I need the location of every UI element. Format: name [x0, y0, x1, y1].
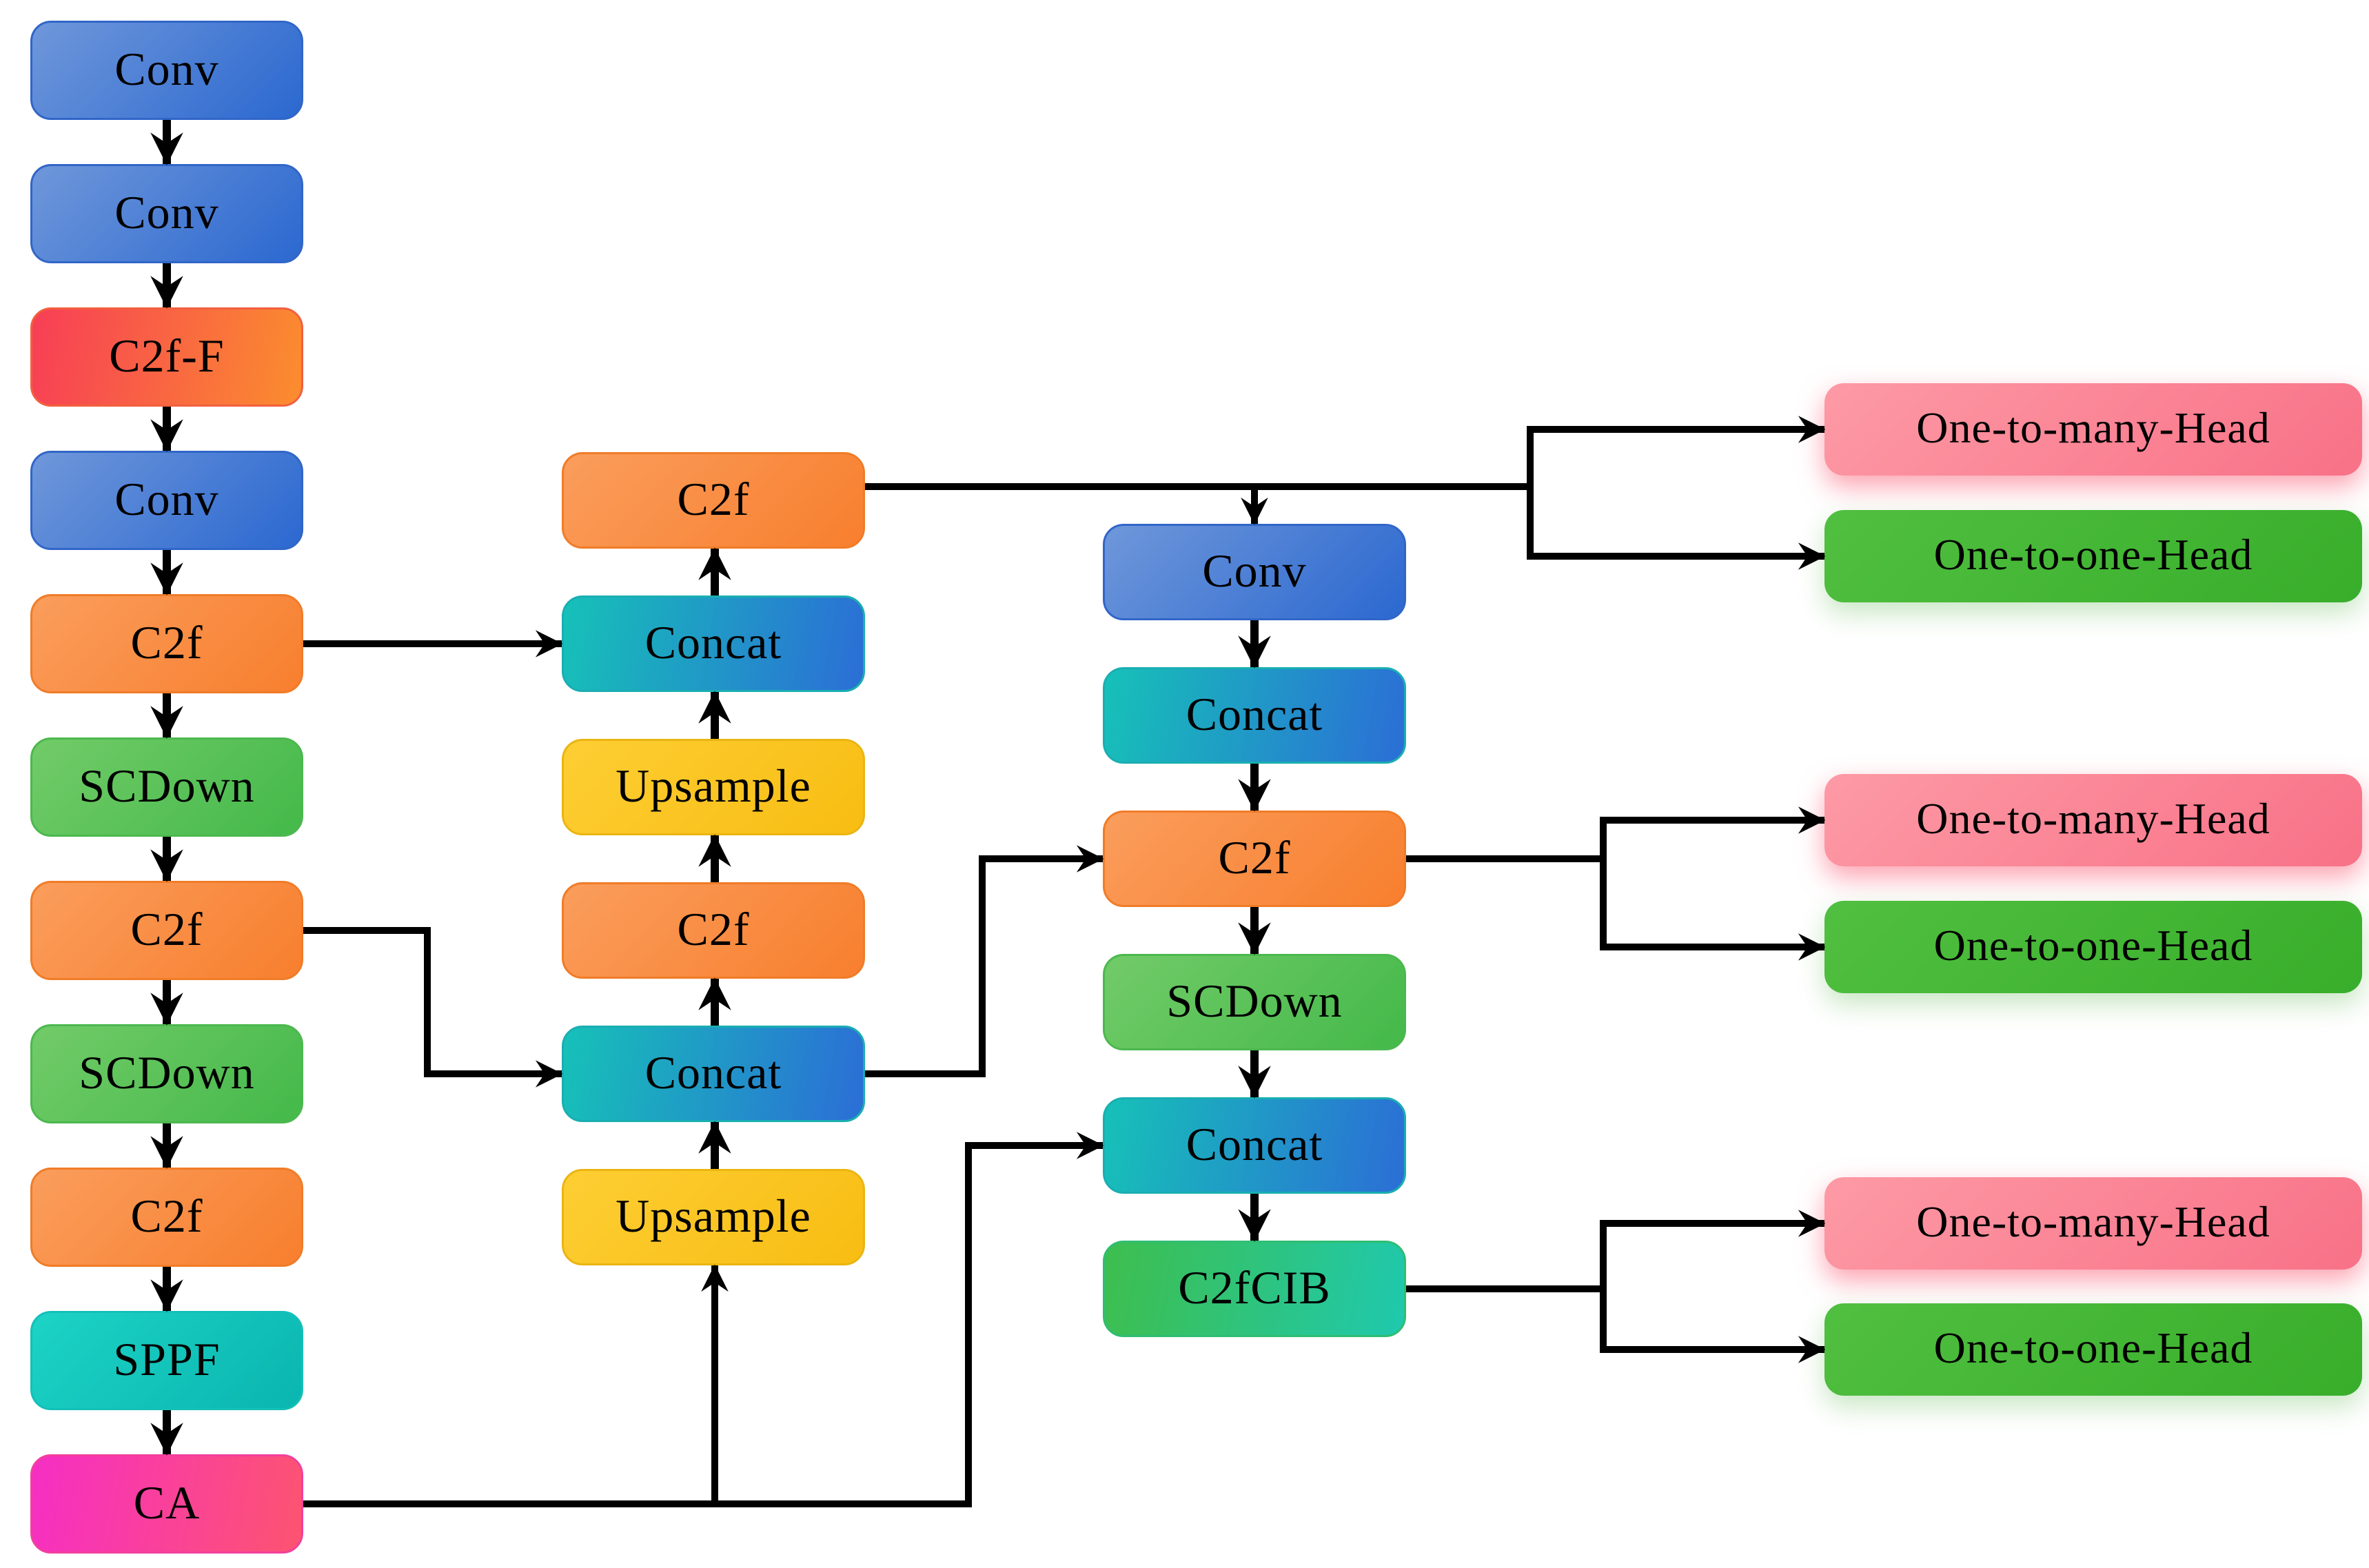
node-label: SCDown [79, 1046, 255, 1099]
node-label: One-to-one-Head [1933, 921, 2253, 970]
node-b2-conv: Conv [30, 164, 303, 263]
node-label: C2f [1218, 831, 1291, 884]
node-h6-one-to-one-head: One-to-one-Head [1824, 1303, 2362, 1396]
node-n1-c2f: C2f [562, 452, 865, 549]
edge-r6-to-h6 [1600, 1289, 1826, 1363]
node-label: Upsample [616, 1189, 811, 1242]
edge-n1-to-r1 [865, 483, 1268, 525]
node-label: SPPF [113, 1332, 221, 1385]
edge-b7-to-n5 [303, 927, 563, 1088]
node-label: C2f-F [109, 329, 225, 382]
node-label: CA [133, 1476, 201, 1529]
node-h3-one-to-many-head: One-to-many-Head [1824, 774, 2362, 866]
node-h1-one-to-many-head: One-to-many-Head [1824, 383, 2362, 476]
node-label: C2f [677, 902, 750, 955]
node-r1-conv: Conv [1103, 524, 1406, 620]
edge-r6-to-h5 [1406, 1210, 1826, 1292]
node-label: C2f [130, 615, 203, 669]
node-label: Upsample [616, 759, 811, 812]
node-h5-one-to-many-head: One-to-many-Head [1824, 1177, 2362, 1270]
node-n3-upsample: Upsample [562, 739, 865, 835]
node-label: One-to-many-Head [1916, 403, 2270, 452]
node-b4-conv: Conv [30, 451, 303, 550]
node-r4-scdown: SCDown [1103, 954, 1406, 1050]
node-b9-c2f: C2f [30, 1168, 303, 1267]
node-label: Concat [1186, 687, 1323, 740]
node-b10-sppf: SPPF [30, 1311, 303, 1410]
node-b8-scdown: SCDown [30, 1024, 303, 1123]
node-label: Conv [1202, 544, 1307, 597]
node-label: SCDown [1166, 974, 1343, 1027]
node-b11-ca: CA [30, 1454, 303, 1554]
edge-n1-to-h1 [1254, 416, 1826, 490]
node-h4-one-to-one-head: One-to-one-Head [1824, 901, 2362, 993]
node-b1-conv: Conv [30, 21, 303, 120]
node-n4-c2f: C2f [562, 882, 865, 979]
node-r2-concat: Concat [1103, 667, 1406, 764]
node-label: One-to-many-Head [1916, 1197, 2270, 1246]
node-b7-c2f: C2f [30, 881, 303, 980]
edge-r3-to-h4 [1600, 859, 1826, 961]
node-r5-concat: Concat [1103, 1097, 1406, 1194]
node-r3-c2f: C2f [1103, 811, 1406, 907]
node-n6-upsample: Upsample [562, 1169, 865, 1265]
edge-n5-to-r3 [865, 845, 1104, 1077]
node-label: Conv [114, 185, 219, 238]
node-b6-scdown: SCDown [30, 737, 303, 837]
edge-b11-to-n6 [303, 1264, 729, 1507]
node-h2-one-to-one-head: One-to-one-Head [1824, 510, 2362, 602]
node-label: Concat [1186, 1117, 1323, 1170]
node-n2-concat: Concat [562, 595, 865, 692]
node-r6-c2fcib: C2fCIB [1103, 1241, 1406, 1337]
edge-n1-to-h2 [1527, 487, 1826, 570]
node-label: One-to-one-Head [1933, 1323, 2253, 1372]
node-label: Concat [644, 615, 782, 669]
node-label: C2f [130, 1189, 203, 1242]
node-label: SCDown [79, 759, 255, 812]
node-label: C2fCIB [1178, 1261, 1331, 1314]
node-label: Conv [114, 42, 219, 95]
node-label: C2f [130, 902, 203, 955]
node-b3-c2f-f: C2f-F [30, 307, 303, 407]
node-label: C2f [677, 472, 750, 525]
node-label: One-to-many-Head [1916, 794, 2270, 843]
node-label: One-to-one-Head [1933, 530, 2253, 579]
edge-r3-to-h3 [1406, 806, 1826, 862]
node-n5-concat: Concat [562, 1026, 865, 1122]
node-label: Concat [644, 1046, 782, 1099]
node-label: Conv [114, 472, 219, 525]
node-b5-c2f: C2f [30, 594, 303, 693]
